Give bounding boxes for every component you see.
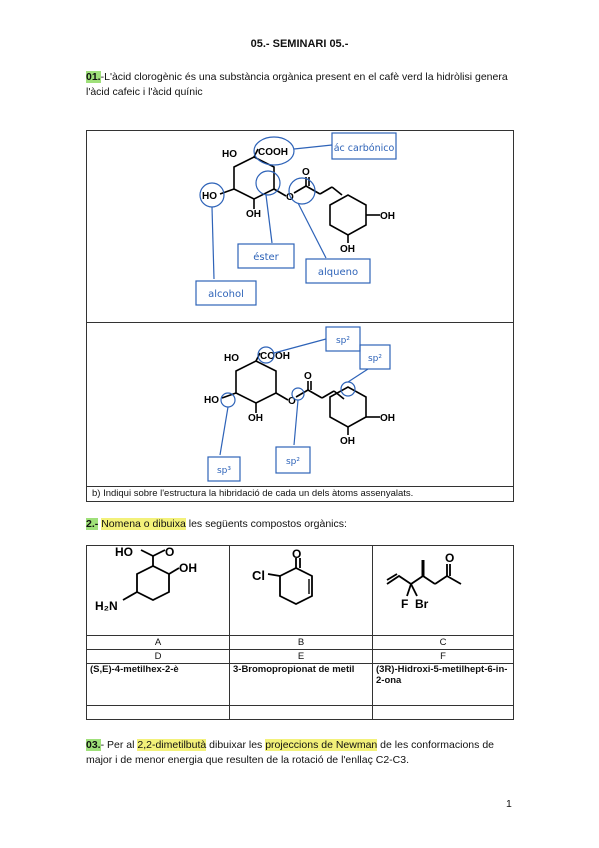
question-3-pre: - Per al [100,739,138,751]
oh-ring-label-4: OH [340,436,355,447]
page-title: 05.- SEMINARI 05.- [250,38,349,50]
question-2-number: 2.- [86,518,99,530]
molecule-a: HO O OH H₂N [95,545,197,613]
cyclohexane-ring [233,156,275,200]
question-3-line2: major i de menor energia que resulten de… [86,754,410,766]
alcohol-annotation: alcohol [208,289,244,300]
question-3-number: 03. [86,739,101,751]
mol-c-f: F [401,597,408,611]
sp-label-1: sp² [336,336,350,346]
question-3-post: de les conformacions de [377,739,494,751]
o-ester-label-2: O [288,396,296,407]
chlorogenic-acid-structure-hybridization: HO COOH HO OH O O OH OH sp² sp² sp³ sp² [204,326,395,482]
benzene-ring [329,194,367,236]
mol-b-cl: Cl [252,568,265,583]
letter-f: F [372,649,514,664]
ho-left-label-2: HO [204,395,219,406]
alqueno-annotation: alqueno [318,267,358,278]
mol-a-o: O [165,546,174,559]
chlorogenic-acid-structure-annotated: HO COOH HO OH O O OH OH ác carbónico ést… [195,132,397,306]
question-1: 01.-L'àcid clorogènic és una substància … [86,70,526,100]
ho-top-label: HO [222,149,237,160]
letters-row-1: A B C [86,635,514,650]
mol-b-o: O [292,547,301,561]
box-divider-b [86,486,514,487]
oh-ring-label-1: OH [380,211,395,222]
oh-bottom-label-2: OH [248,413,263,424]
sp-label-2: sp² [368,354,382,364]
question-2-text: les següents compostos orgànics: [185,518,347,530]
question-2: 2.- Nomena o dibuixa les següents compos… [86,518,347,530]
sp-box-3 [207,456,241,482]
cooh-circle [253,136,295,166]
alkene-circle [288,177,316,205]
o-ester-label: O [286,192,294,203]
answers-row [86,705,514,720]
cooh-label-2: COOH [260,351,290,362]
letter-a: A [86,635,230,650]
sp-box-4 [275,446,311,474]
letter-b: B [229,635,373,650]
question-3-projections: projeccions de Newman [265,739,378,751]
mol-a-h2n: H₂N [95,599,118,613]
ho-top-label-2: HO [224,353,239,364]
answer-cell-f[interactable] [372,705,514,720]
structures-row: HO O OH H₂N O Cl [86,545,514,636]
letters-row-2: D E F [86,649,514,664]
sp-box-2 [359,344,391,370]
compounds-table: HO O OH H₂N O Cl [86,545,514,720]
carbonico-box [331,132,397,160]
box-divider [86,322,514,323]
o-carbonyl-label-2: O [304,371,312,382]
oh-ring-label-3: OH [380,413,395,424]
page-number: 1 [506,798,512,810]
mol-a-ho: HO [115,546,133,559]
letter-e: E [229,649,373,664]
name-d: (S,E)-4-metilhex-2-è [86,663,230,706]
ester-annotation: éster [253,251,279,263]
carbonico-label: ác carbónico [334,143,395,154]
molecule-c: O F Br [386,551,462,611]
letter-c: C [372,635,514,650]
question-1-box [86,130,514,502]
sp-label-3: sp³ [217,466,231,476]
question-2-highlight: Nomena o dibuixa [101,518,186,530]
sp-label-4: sp² [286,457,300,467]
ester-box [237,243,295,269]
oh-bottom-label: OH [246,209,261,220]
alcohol-box [195,280,257,306]
alqueno-box [305,258,371,284]
question-1-line1: -L'àcid clorogènic és una substància org… [100,71,508,83]
question-1-number: 01. [86,71,101,83]
name-f: (3R)-Hidroxi-5-metilhept-6-in-2-ona [372,663,514,706]
ester-circle [255,170,281,196]
question-3: 03.- Per al 2,2-dimetilbutà dibuixar les… [86,738,526,768]
letter-d: D [86,649,230,664]
molecule-b: O Cl [252,547,313,606]
cooh-label: COOH [258,147,288,158]
mol-c-o: O [445,551,454,565]
mol-a-oh: OH [179,561,197,575]
name-e: 3-Bromopropionat de metil [229,663,373,706]
answer-cell-d[interactable] [86,705,230,720]
oh-ring-label-2: OH [340,244,355,255]
mol-c-br: Br [415,597,429,611]
o-carbonyl-label: O [302,167,310,178]
question-1-line2: l'àcid cafeic i l'àcid quínic [86,86,203,98]
ho-left-label: HO [202,191,217,202]
question-3-compound: 2,2-dimetilbutà [137,739,207,751]
answer-cell-e[interactable] [229,705,373,720]
question-1b-text: b) Indiqui sobre l'estructura la hibrida… [92,488,414,499]
question-3-mid: dibuixar les [206,739,266,751]
names-row: (S,E)-4-metilhex-2-è 3-Bromopropionat de… [86,663,514,706]
